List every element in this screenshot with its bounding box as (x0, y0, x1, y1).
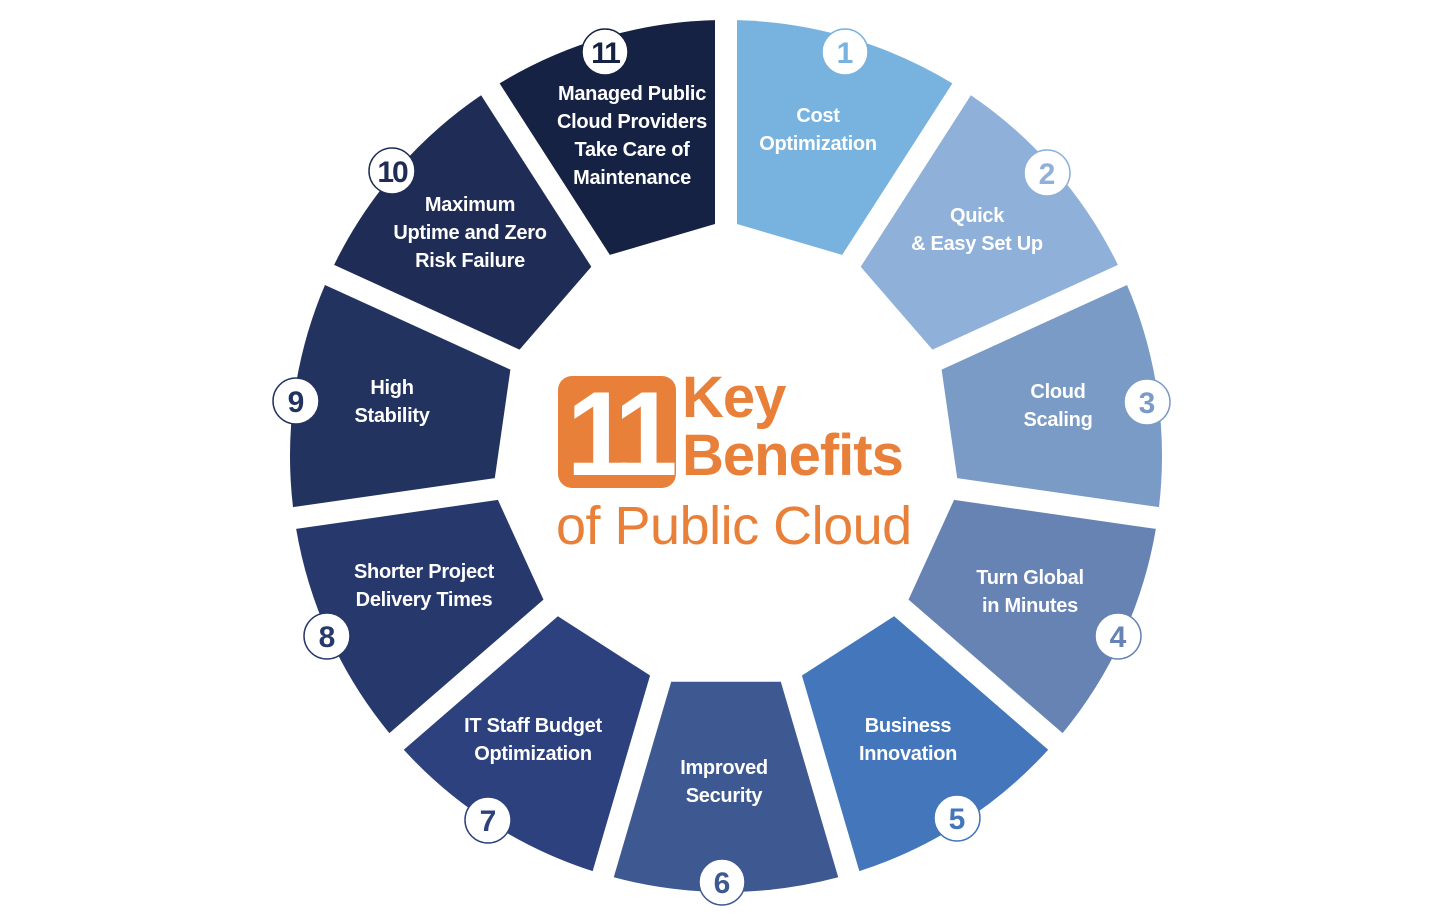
segment-label-line: & Easy Set Up (911, 233, 1043, 255)
segment-label-line: Optimization (759, 133, 877, 155)
segment-label-line: Cloud (1030, 381, 1085, 403)
number-badge: 11 (581, 28, 629, 76)
segment-label-line: Maximum (425, 194, 515, 216)
segment-label: Turn Global in Minutes (976, 567, 1083, 617)
badge-number: 8 (319, 621, 336, 654)
segment-shape (736, 20, 953, 255)
segment-label-line: Scaling (1023, 409, 1092, 431)
logo-number: 11 (566, 376, 676, 488)
segment-label-line: Improved (680, 757, 768, 779)
benefit-segment-4: Turn Global in Minutes 4 (908, 499, 1156, 734)
segment-label-line: Quick (950, 205, 1005, 227)
number-badge: 2 (1023, 149, 1071, 197)
badge-number: 1 (837, 37, 854, 70)
badge-number: 7 (480, 805, 497, 838)
segment-label-line: in Minutes (982, 595, 1078, 617)
number-badge: 10 (368, 147, 416, 195)
badge-number: 10 (377, 156, 408, 189)
number-badge: 4 (1094, 612, 1142, 660)
badge-number: 3 (1139, 387, 1156, 420)
segment-shape (613, 681, 839, 892)
number-11-logo: 11 (558, 376, 676, 488)
segment-shape (499, 20, 716, 255)
segment-label-line: Cost (796, 105, 840, 127)
segment-label-line: Maintenance (573, 167, 691, 189)
segment-shape (941, 284, 1162, 508)
number-badge: 1 (821, 28, 869, 76)
segment-label: Quick & Easy Set Up (911, 205, 1043, 255)
segment-label-line: Optimization (474, 743, 592, 765)
badge-number: 11 (591, 37, 620, 70)
segment-label-line: Risk Failure (415, 250, 525, 272)
number-badge: 8 (303, 612, 351, 660)
segment-label-line: Turn Global (976, 567, 1083, 589)
number-badge: 7 (464, 796, 512, 844)
segment-shape (296, 499, 544, 734)
segment-label-line: Delivery Times (356, 589, 493, 611)
number-badge: 3 (1123, 378, 1171, 426)
benefit-segment-2: Quick & Easy Set Up 2 (860, 95, 1118, 350)
center-title: 11 Key Benefits of Public Cloud (540, 368, 920, 568)
segment-label-line: High (370, 377, 413, 399)
segment-label-line: Shorter Project (354, 561, 495, 583)
segment-shape (860, 95, 1118, 350)
segment-label-line: Take Care of (575, 139, 691, 161)
badge-number: 2 (1039, 158, 1056, 191)
segment-shape (403, 616, 651, 872)
segment-label-line: Innovation (859, 743, 957, 765)
segment-shape (908, 499, 1156, 734)
number-badge: 6 (698, 858, 746, 906)
badge-number: 4 (1110, 621, 1127, 654)
segment-shape (334, 95, 592, 350)
segment-label-line: Managed Public (558, 83, 706, 105)
segment-label-line: IT Staff Budget (464, 715, 602, 737)
number-badge: 5 (933, 794, 981, 842)
segment-label-line: Business (865, 715, 952, 737)
number-badge: 9 (272, 377, 320, 425)
segment-shape (290, 284, 511, 508)
title-benefits: Benefits (682, 423, 904, 488)
badge-number: 5 (949, 803, 966, 836)
segment-shape (801, 616, 1049, 872)
segment-label-line: Cloud Providers (557, 111, 707, 133)
segment-label-line: Stability (354, 405, 430, 427)
title-key: Key (682, 365, 786, 430)
badge-number: 6 (714, 867, 731, 900)
segment-label-line: Security (686, 785, 764, 807)
badge-number: 9 (288, 386, 305, 419)
segment-label-line: Uptime and Zero (393, 222, 546, 244)
title-subtitle: of Public Cloud (556, 496, 912, 556)
